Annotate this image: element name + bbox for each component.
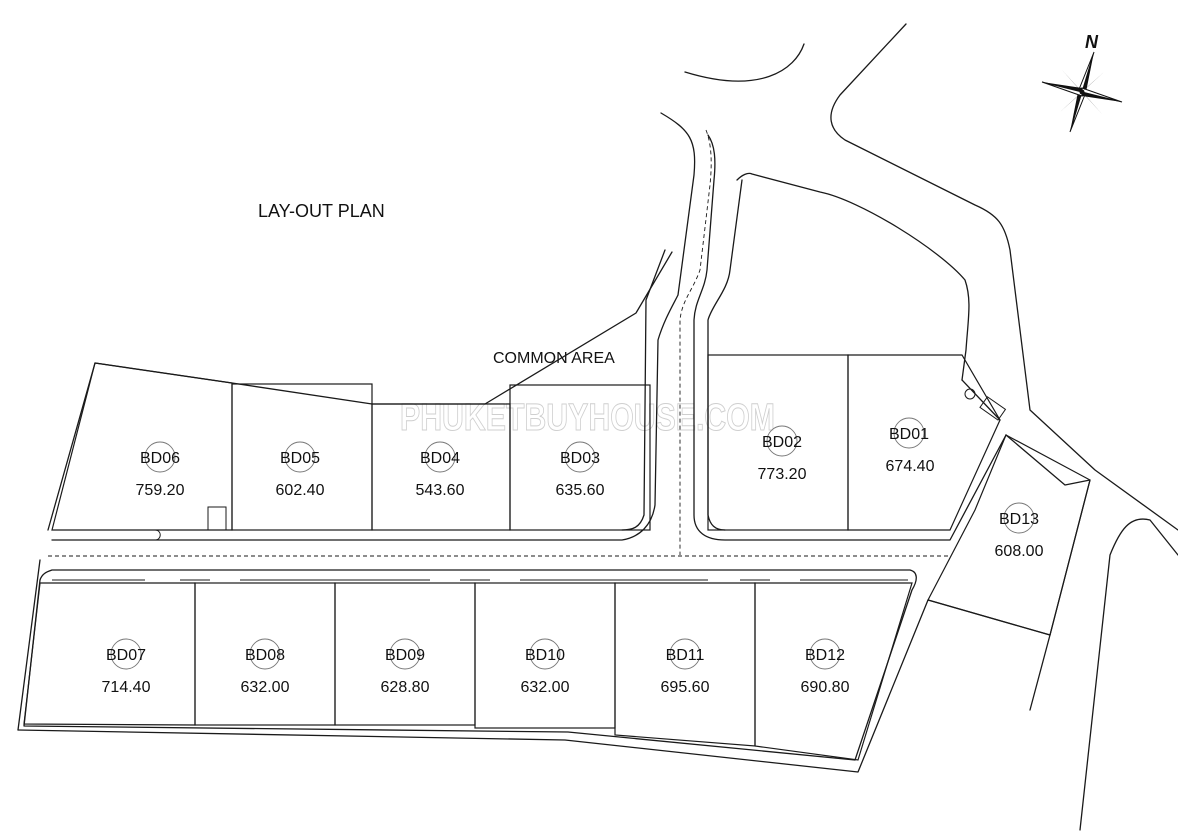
plot-id-circle — [144, 441, 176, 473]
plot-id: BD03 — [560, 450, 600, 467]
plot-bd01[interactable]: BD01 674.40 — [886, 417, 935, 475]
plot-area: 714.40 — [102, 679, 151, 696]
plot-id-circle — [424, 441, 456, 473]
plot-id: BD13 — [999, 511, 1039, 528]
plot-id: BD04 — [420, 450, 460, 467]
plot-id: BD02 — [762, 434, 802, 451]
north-arrow-icon: N — [1041, 32, 1123, 133]
plot-id: BD10 — [525, 647, 565, 664]
plot-id-circle — [389, 638, 421, 670]
plot-area: 690.80 — [801, 679, 850, 696]
north-label: N — [1085, 32, 1099, 52]
plot-id-circle — [809, 638, 841, 670]
plot-id: BD12 — [805, 647, 845, 664]
plots-lower-row — [23, 582, 913, 761]
common-area-label: COMMON AREA — [493, 350, 615, 367]
plot-id: BD11 — [666, 647, 705, 664]
plot-id: BD01 — [889, 426, 929, 443]
plot-id: BD05 — [280, 450, 320, 467]
plot-id: BD08 — [245, 647, 285, 664]
plot-id-circle — [1003, 502, 1035, 534]
plot-id: BD09 — [385, 647, 425, 664]
plot-bd11[interactable]: BD11 695.60 — [661, 638, 710, 696]
plot-id-circle — [564, 441, 596, 473]
plot-bd12[interactable]: BD12 690.80 — [801, 638, 850, 696]
plot-area: 695.60 — [661, 679, 710, 696]
plot-area: 635.60 — [556, 482, 605, 499]
plot-bd10[interactable]: BD10 632.00 — [521, 638, 570, 696]
plot-bd07[interactable]: BD07 714.40 — [102, 638, 151, 696]
plot-area: 759.20 — [136, 482, 185, 499]
plot-area: 543.60 — [416, 482, 465, 499]
plot-id: BD07 — [106, 647, 146, 664]
plot-id-circle — [529, 638, 561, 670]
plot-area: 773.20 — [758, 466, 807, 483]
plot-bd04[interactable]: BD04 543.60 — [416, 441, 465, 499]
plot-area: 632.00 — [521, 679, 570, 696]
plot-area: 608.00 — [995, 543, 1044, 560]
plot-bd05[interactable]: BD05 602.40 — [276, 441, 325, 499]
plot-id-circle — [766, 425, 798, 457]
watermark: PHUKETBUYHOUSE.COM — [400, 397, 775, 439]
plot-bd13[interactable]: BD13 608.00 — [995, 502, 1044, 560]
plot-id-circle — [249, 638, 281, 670]
plot-bd02[interactable]: BD02 773.20 — [758, 425, 807, 483]
plot-area: 632.00 — [241, 679, 290, 696]
plot-id-circle — [893, 417, 925, 449]
plot-bd09[interactable]: BD09 628.80 — [381, 638, 430, 696]
plot-bd06[interactable]: BD06 759.20 — [136, 441, 185, 499]
plot-id-circle — [110, 638, 142, 670]
plot-bd08[interactable]: BD08 632.00 — [241, 638, 290, 696]
plot-bd03[interactable]: BD03 635.60 — [556, 441, 605, 499]
plan-title: LAY-OUT PLAN — [258, 201, 385, 221]
plot-area: 602.40 — [276, 482, 325, 499]
plot-id: BD06 — [140, 450, 180, 467]
plot-id-circle — [669, 638, 701, 670]
plot-id-circle — [284, 441, 316, 473]
plot-area: 628.80 — [381, 679, 430, 696]
plots-upper-row — [51, 354, 1091, 636]
plot-area: 674.40 — [886, 458, 935, 475]
